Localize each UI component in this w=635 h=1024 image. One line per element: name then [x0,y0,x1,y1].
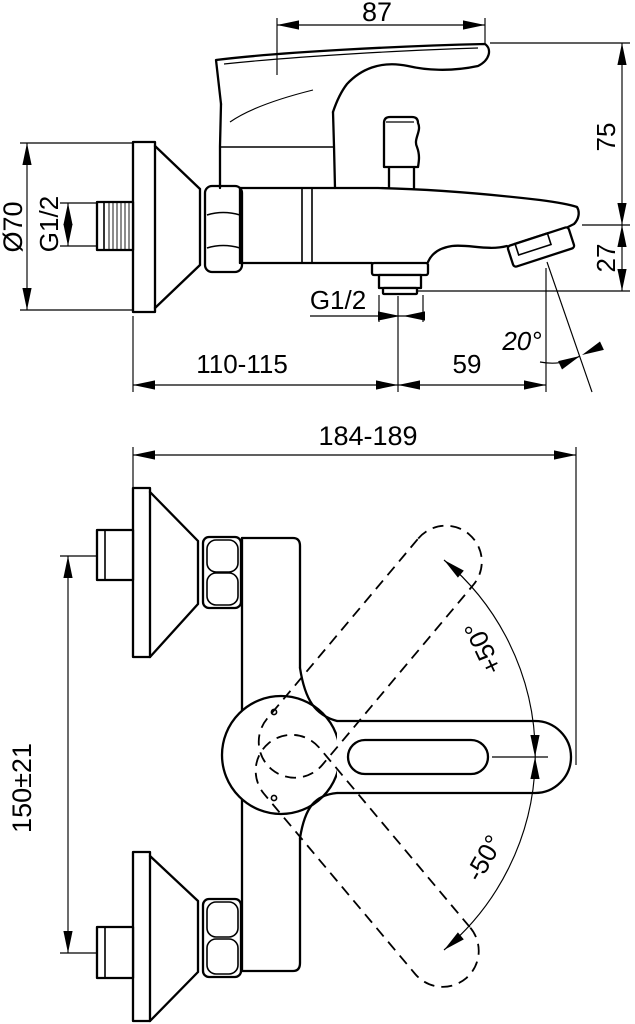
dim-heights: 75 27 [418,42,630,292]
dim-escutcheon-dia: Ø70 [0,142,133,311]
dim-inlet-thread: G1/2 [34,196,97,252]
escutcheon-top [95,486,243,659]
diverter-knob [382,115,421,190]
dim-75-label: 75 [591,123,621,152]
dim-g12-inlet-label: G1/2 [34,196,64,252]
inlet-nipple-side [95,200,135,252]
dim-horizontal-chain: 110-115 59 [132,268,547,392]
dim-27-label: 27 [591,244,621,273]
lever-handle-side [214,42,491,190]
dim-outlet-thread: G1/2 [310,285,425,322]
escutcheon-side [131,140,206,314]
dim-minus50-label: -50° [459,830,509,887]
body-spout-side [238,186,580,268]
dim-59-label: 59 [453,349,482,379]
escutcheon-bottom [95,850,243,1023]
lever-handle-plan [220,666,573,840]
dim-g12-outlet-label: G1/2 [310,285,366,315]
dim-184-189-label: 184-189 [318,421,417,451]
dim-inlet-spacing: 150±21 [7,555,97,954]
dim-lever-length: 87 [276,0,486,75]
dim-110-115-label: 110-115 [196,349,288,379]
dim-20deg-label: 20° [501,326,541,356]
side-view: 87 75 27 Ø70 G1/2 [0,0,630,393]
dim-150-21-label: 150±21 [7,743,37,833]
dim-dia70-label: Ø70 [0,201,28,252]
union-nut-side [203,184,244,274]
dim-spout-angle: 20° [501,261,604,393]
shower-outlet [370,261,430,296]
dim-87-label: 87 [362,0,392,27]
plan-view: +50° -50° 184-189 150±21 [7,421,577,1023]
dim-overall-depth: 184-189 [132,421,577,765]
